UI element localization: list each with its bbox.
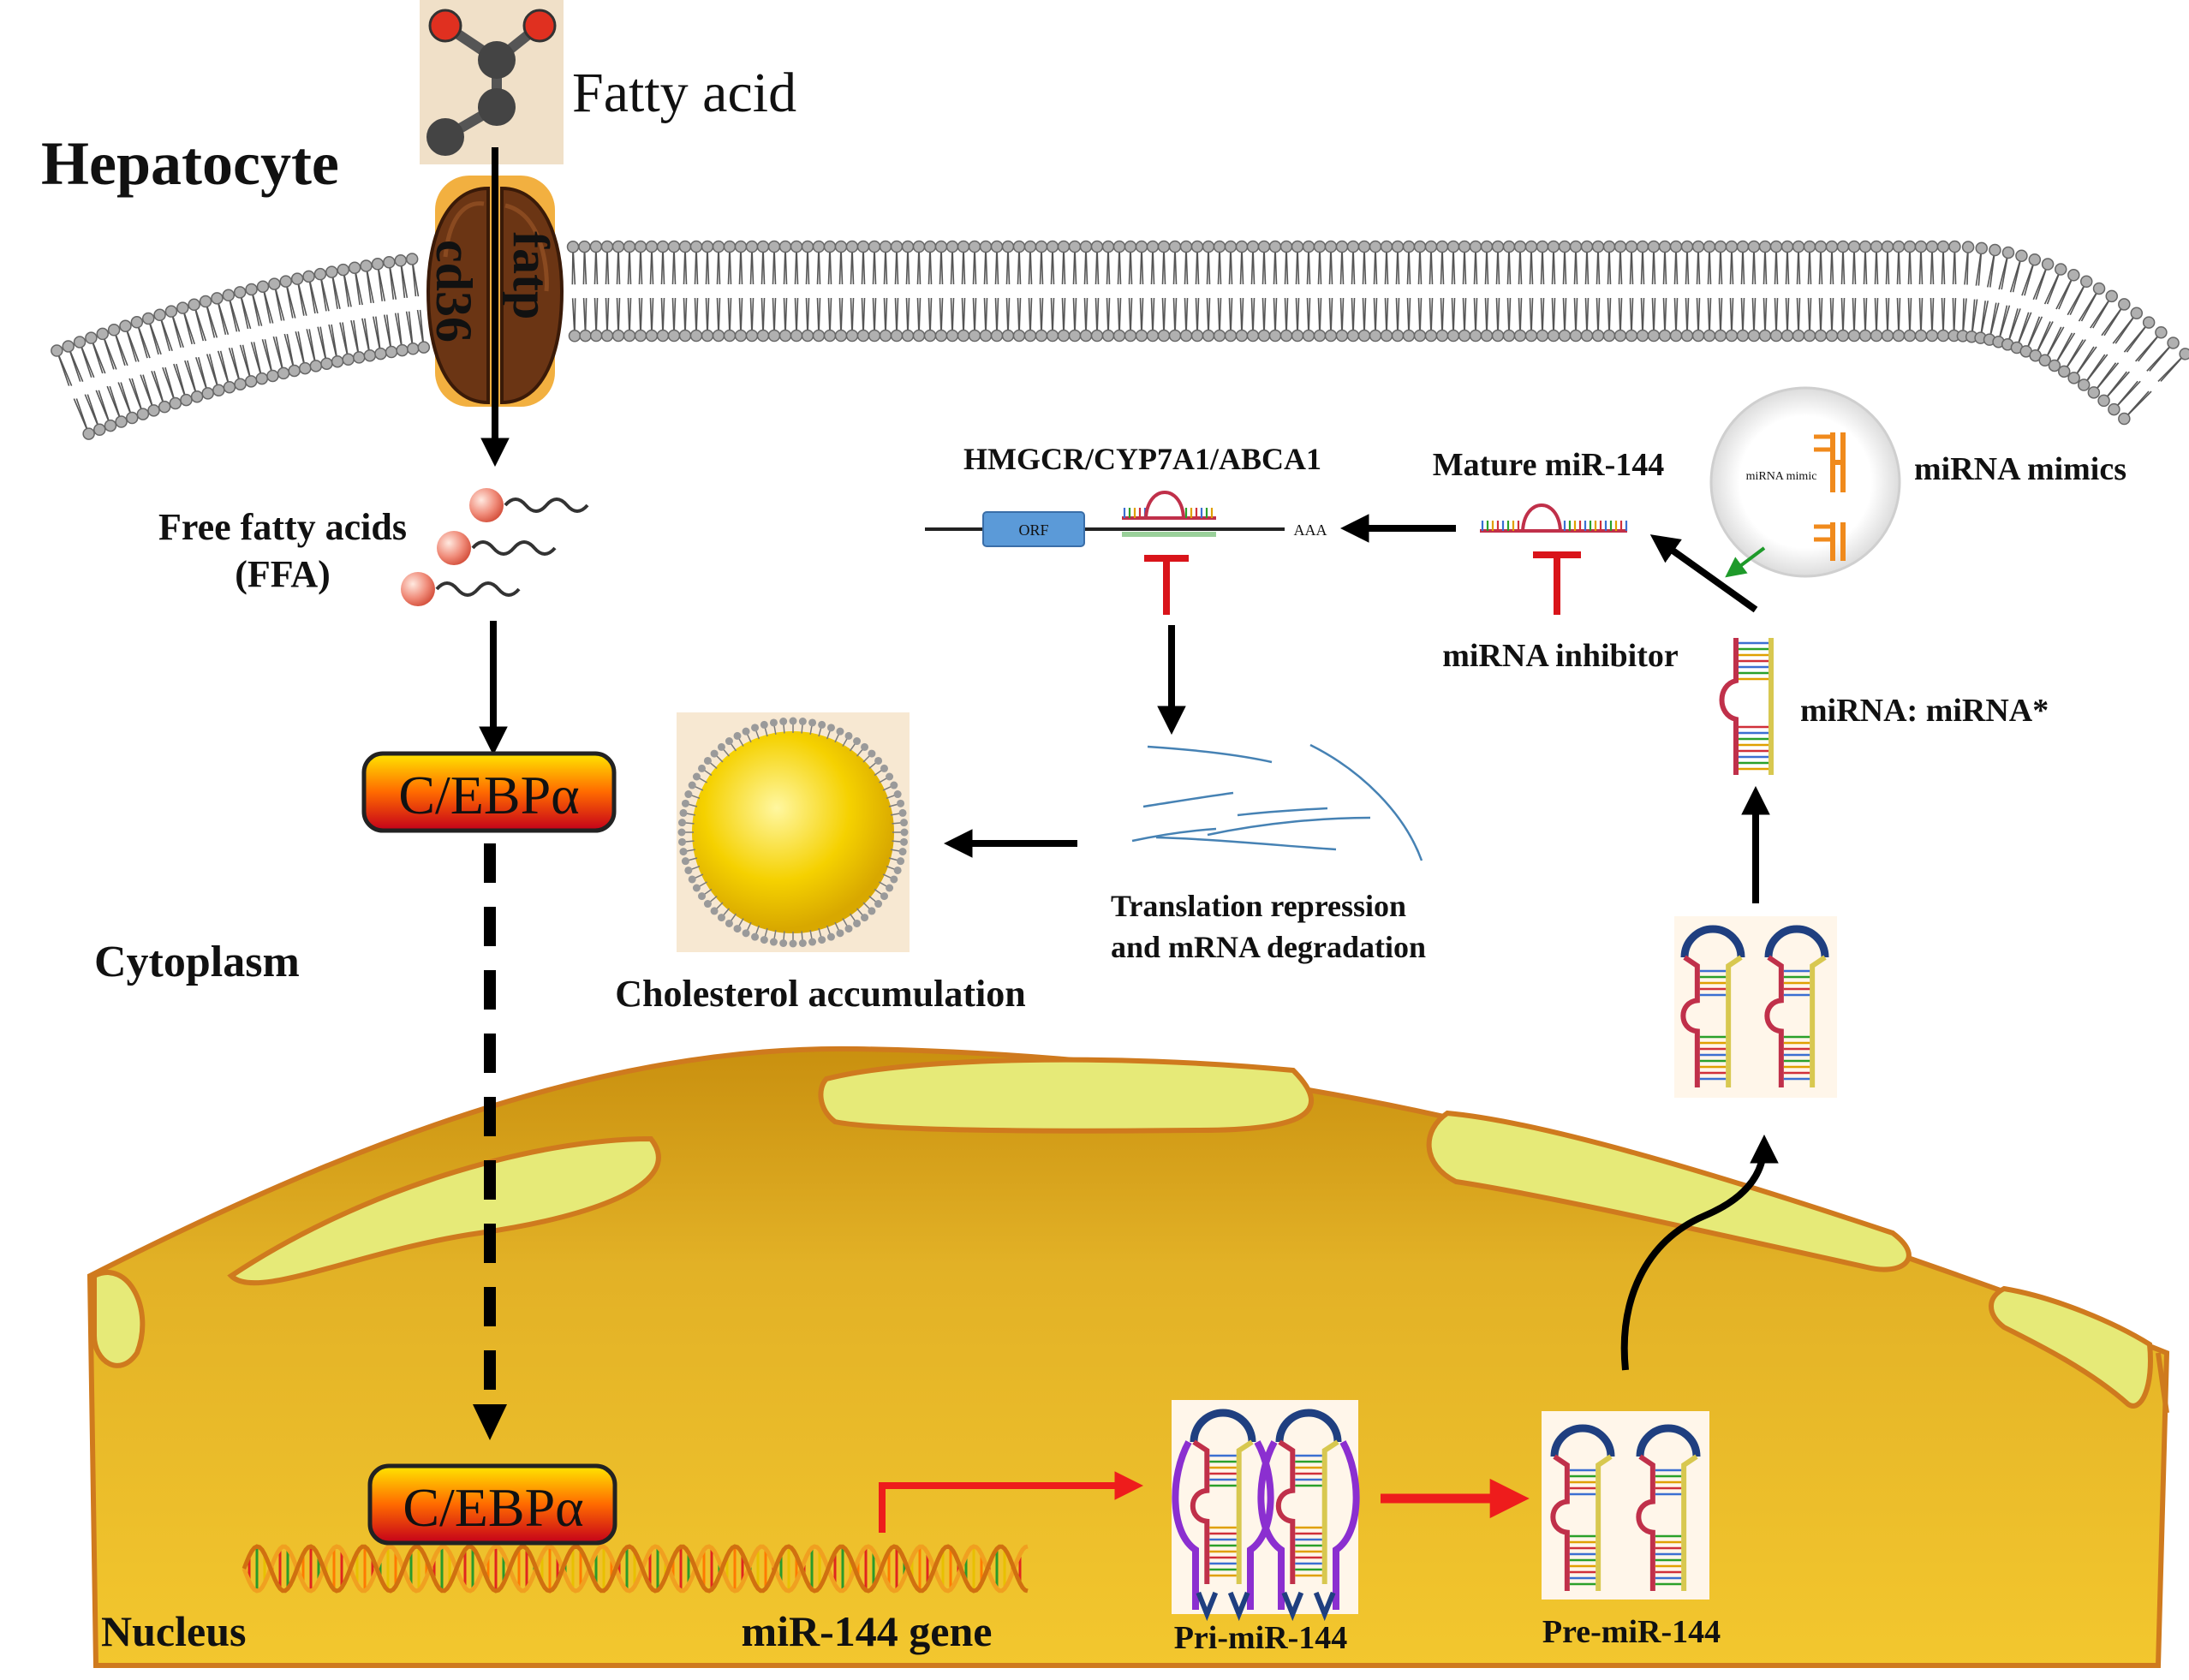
fatty-acid-label: Fatty acid xyxy=(572,62,796,124)
bound-mirna-icon xyxy=(1122,491,1216,520)
cebpa-cytoplasm-label: C/EBPα xyxy=(398,765,579,825)
dna-helix-icon xyxy=(242,1544,1029,1594)
mature-label: Mature miR-144 xyxy=(1433,447,1665,483)
ffa-label-line2: (FFA) xyxy=(235,553,331,595)
duplex-label: miRNA: miRNA* xyxy=(1800,693,2049,729)
mirna-mimic-icon: miRNA mimic xyxy=(1709,386,1901,578)
pre-mirna-label: Pre-miR-144 xyxy=(1542,1614,1721,1650)
transcription-arrow xyxy=(879,1471,1144,1533)
pri-mirna-label: Pri-miR-144 xyxy=(1174,1620,1348,1656)
degraded-mrna-fragments xyxy=(1131,743,1423,861)
mirna-duplex-icon xyxy=(1719,638,1774,775)
target-mrna-icon: ORF AAA xyxy=(925,491,1327,547)
ffa-label-line1: Free fatty acids xyxy=(158,506,407,548)
lipid-bilayer xyxy=(51,240,2189,440)
polya-label: AAA xyxy=(1294,521,1327,539)
cebpa-nucleus-box: C/EBPα xyxy=(367,1463,617,1546)
lipid-droplet-icon xyxy=(677,717,909,948)
inhibitor-label: miRNA inhibitor xyxy=(1442,638,1679,674)
translocation-arrowhead xyxy=(473,1404,507,1440)
cebpa-cytoplasm-box: C/EBPα xyxy=(361,751,617,833)
hepatocyte-label: Hepatocyte xyxy=(41,129,339,198)
targets-label: HMGCR/CYP7A1/ABCA1 xyxy=(963,442,1321,476)
mature-mirna-icon xyxy=(1480,503,1628,533)
mimic-inset-label: miRNA mimic xyxy=(1746,470,1817,483)
export-arrow xyxy=(1620,1134,1779,1371)
inhibitor-symbol xyxy=(1533,551,1581,615)
cytoplasmic-pre-mirna-hairpins xyxy=(1680,925,1829,1087)
mimics-label: miRNA mimics xyxy=(1914,451,2126,487)
cebpa-nucleus-label: C/EBPα xyxy=(403,1477,583,1538)
fatty-acid-molecule-icon xyxy=(420,0,564,164)
cytoplasm-label: Cytoplasm xyxy=(94,938,300,986)
mimic-arrow xyxy=(1725,546,1766,578)
nucleus-label: Nucleus xyxy=(101,1607,246,1655)
duplex-to-mature-arrow xyxy=(1649,534,1758,613)
repression-symbol xyxy=(1144,555,1189,615)
pre-mirna-hairpins xyxy=(1550,1424,1701,1591)
pri-mirna-hairpins xyxy=(1172,1409,1360,1622)
orf-label: ORF xyxy=(1018,521,1048,539)
cd36-label: cd36 xyxy=(426,240,482,343)
repression-label-line1: Translation repression xyxy=(1111,889,1406,923)
fatp-label: fatp xyxy=(503,231,559,319)
free-fatty-acids-icon xyxy=(401,488,589,606)
repression-label-line2: and mRNA degradation xyxy=(1111,930,1426,964)
gene-label: miR-144 gene xyxy=(742,1607,993,1655)
cholesterol-label: Cholesterol accumulation xyxy=(615,973,1026,1015)
